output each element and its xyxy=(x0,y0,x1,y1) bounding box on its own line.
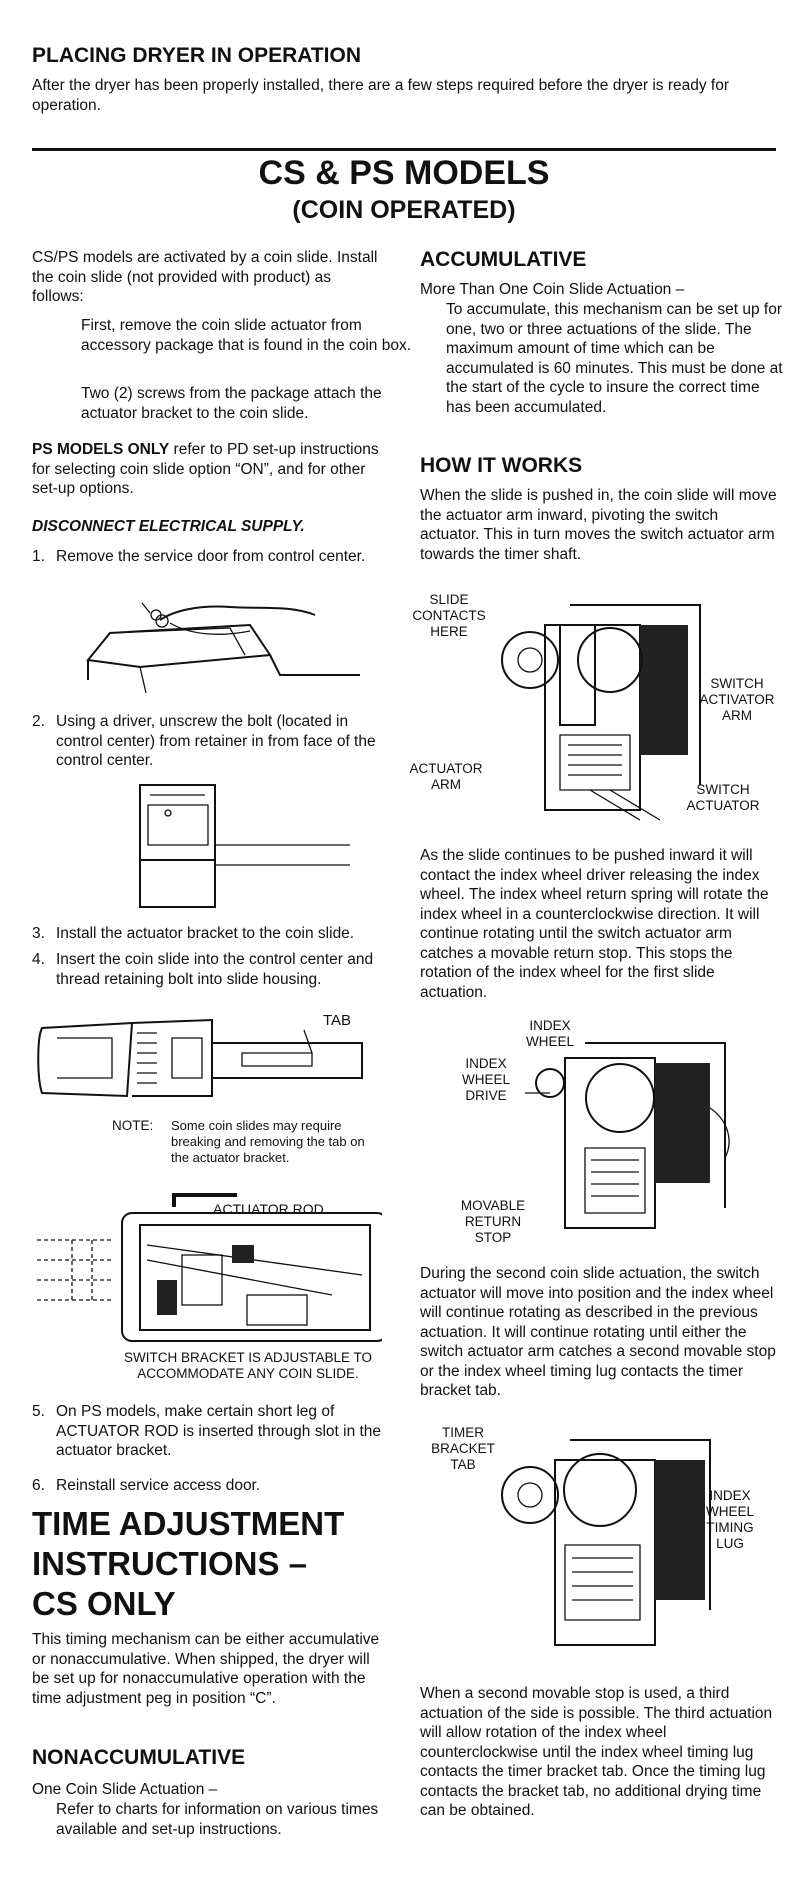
mechanism-illustration-2 xyxy=(525,1042,730,1229)
how-it-works-heading: HOW IT WORKS xyxy=(420,454,583,477)
note-label: NOTE: xyxy=(112,1118,154,1133)
note-text: Some coin slides may require breaking an… xyxy=(171,1118,365,1165)
service-door-illustration xyxy=(86,602,360,694)
time-adjustment-text: This timing mechanism can be either accu… xyxy=(32,1631,380,1707)
fig-label-slide-contacts: SLIDE CONTACTS HERE xyxy=(412,592,486,639)
section-heading-placing: PLACING DRYER IN OPERATION xyxy=(32,44,362,67)
disconnect-warning: DISCONNECT ELECTRICAL SUPPLY. xyxy=(32,518,305,535)
control-center-illustration xyxy=(139,784,350,908)
models-intro: CS/PS models are activated by a coin sli… xyxy=(32,249,378,305)
step-3: 3. Install the actuator bracket to the co… xyxy=(32,924,382,944)
step-number: 2. xyxy=(32,713,45,730)
step-text: Insert the coin slide into the control c… xyxy=(56,951,374,988)
accumulative-text: To accumulate, this mechanism can be set… xyxy=(446,301,783,416)
ps-models-text: refer to PD set-up instructions for sele… xyxy=(32,441,379,497)
step-text: Remove the service door from control cen… xyxy=(56,548,366,565)
actuator-rod-illustration xyxy=(37,1193,382,1342)
step-number: 5. xyxy=(32,1403,45,1420)
horizontal-rule xyxy=(32,148,776,151)
fig-label-switch-activator-arm: SWITCH ACTIVATOR ARM xyxy=(699,676,775,723)
step-4: 4. Insert the coin slide into the control… xyxy=(32,950,382,989)
nonaccumulative-text: Refer to charts for information on vario… xyxy=(56,1801,379,1838)
fig-label-index-wheel-timing-lug: INDEX WHEEL TIMING LUG xyxy=(705,1488,754,1551)
fig-label-switch-actuator: SWITCH ACTUATOR xyxy=(686,782,760,813)
step-1: 1. Remove the service door from control c… xyxy=(32,547,382,567)
step-number: 1. xyxy=(32,548,45,565)
models-subtitle: (COIN OPERATED) xyxy=(292,196,516,224)
how-paragraph-1: When the slide is pushed in, the coin sl… xyxy=(420,487,777,563)
step-2: 2. Using a driver, unscrew the bolt (loca… xyxy=(32,712,382,771)
how-paragraph-2: As the slide continues to be pushed inwa… xyxy=(420,847,769,1001)
step-text: Reinstall service access door. xyxy=(56,1477,261,1494)
step-number: 6. xyxy=(32,1477,45,1494)
indent-step-1: First, remove the coin slide actuator fr… xyxy=(81,317,412,354)
fig-caption-switch-bracket: SWITCH BRACKET IS ADJUSTABLE TO ACCOMMOD… xyxy=(123,1350,373,1381)
fig-label-actuator-rod: ACTUATOR ROD xyxy=(213,1201,324,1217)
fig-label-index-wheel: INDEX WHEEL xyxy=(525,1018,574,1049)
accumulative-heading: ACCUMULATIVE xyxy=(420,248,587,271)
fig-label-index-wheel-drive: INDEX WHEEL DRIVE xyxy=(461,1056,510,1103)
ps-models-note: PS MODELS ONLY refer to PD set-up instru… xyxy=(32,440,382,499)
nonaccumulative-line: One Coin Slide Actuation – xyxy=(32,1781,218,1798)
step-text: On PS models, make certain short leg of … xyxy=(56,1403,382,1459)
step-text: Using a driver, unscrew the bolt (locate… xyxy=(56,713,376,769)
intro-paragraph: After the dryer has been properly instal… xyxy=(32,77,730,114)
how-paragraph-4: When a second movable stop is used, a th… xyxy=(420,1685,773,1819)
time-adjustment-heading: TIME ADJUSTMENT INSTRUCTIONS – CS ONLY xyxy=(32,1505,345,1622)
how-paragraph-3: During the second coin slide actuation, … xyxy=(420,1265,776,1399)
coin-slide-illustration xyxy=(37,1018,363,1098)
nonaccumulative-heading: NONACCUMULATIVE xyxy=(32,1746,246,1769)
fig-label-timer-bracket-tab: TIMER BRACKET TAB xyxy=(431,1425,495,1472)
step-6: 6. Reinstall service access door. xyxy=(32,1476,382,1496)
accumulative-line: More Than One Coin Slide Actuation – xyxy=(420,281,685,298)
models-title: CS & PS MODELS xyxy=(258,154,550,192)
step-5: 5. On PS models, make certain short leg o… xyxy=(32,1402,382,1461)
mechanism-illustration-1 xyxy=(501,604,701,821)
fig-label-movable-return-stop: MOVABLE RETURN STOP xyxy=(460,1198,526,1245)
indent-step-2: Two (2) screws from the package attach t… xyxy=(81,385,382,422)
fig-label-tab: TAB xyxy=(323,1012,352,1029)
step-number: 4. xyxy=(32,951,45,968)
mechanism-illustration-3 xyxy=(501,1439,711,1646)
step-text: Install the actuator bracket to the coin… xyxy=(56,925,355,942)
fig-label-actuator-arm: ACTUATOR ARM xyxy=(409,761,483,792)
ps-models-bold: PS MODELS ONLY xyxy=(32,441,170,458)
step-number: 3. xyxy=(32,925,45,942)
